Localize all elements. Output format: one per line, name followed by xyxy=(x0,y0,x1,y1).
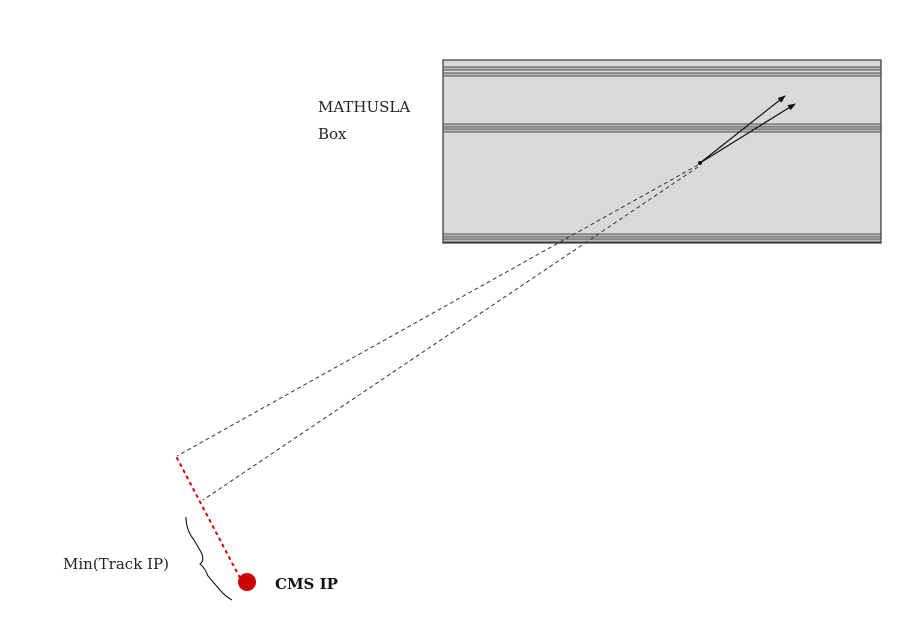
track-extrapolations xyxy=(176,164,699,501)
extrapolation-line-1 xyxy=(176,164,699,457)
cms-ip-label: CMS IP xyxy=(275,575,338,593)
track-arrow-1 xyxy=(699,95,786,164)
track-arrow-2 xyxy=(699,103,796,164)
tracking-layer-bottom xyxy=(442,233,882,243)
mathusla-box xyxy=(442,59,882,244)
box-label-line1: MATHUSLA xyxy=(318,98,411,116)
min-track-ip-label: Min(Track IP) xyxy=(63,555,169,573)
decay-tracks xyxy=(698,95,796,165)
box-label-line2: Box xyxy=(318,125,347,143)
extrapolation-line-2 xyxy=(202,166,699,501)
cms-ip-marker xyxy=(238,573,256,591)
impact-parameter-line xyxy=(176,457,241,579)
tracking-layer-top xyxy=(442,66,882,77)
curly-brace xyxy=(185,516,233,601)
box-body xyxy=(442,59,882,244)
tracking-layer-middle xyxy=(442,123,882,133)
